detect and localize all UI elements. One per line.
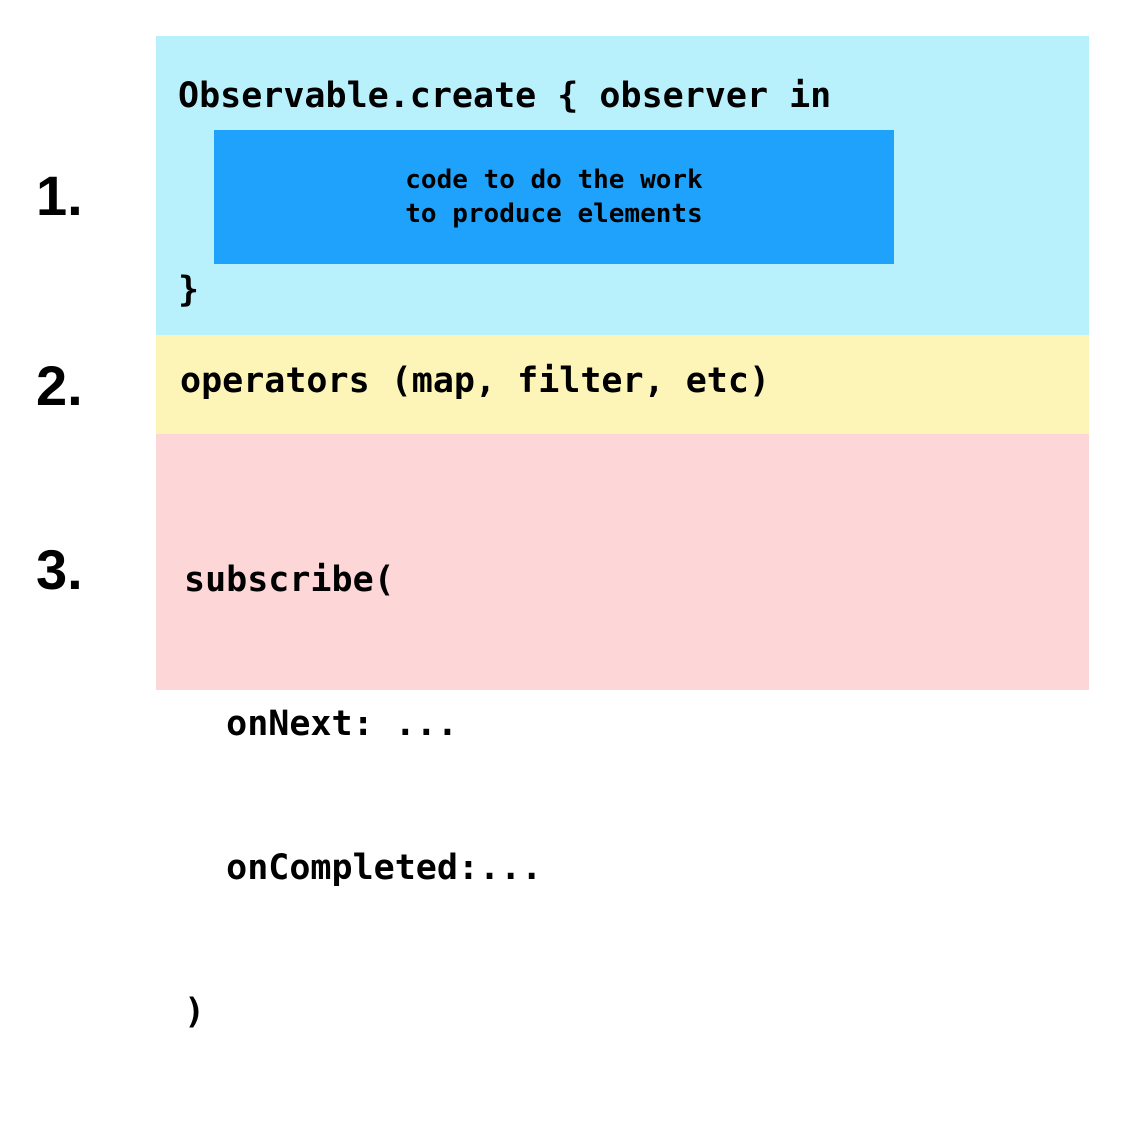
operators-section: operators (map, filter, etc) <box>156 335 1089 434</box>
observable-create-section: Observable.create { observer in code to … <box>156 36 1089 335</box>
step-number-1: 1. <box>36 164 83 227</box>
work-line-2: to produce elements <box>405 199 703 229</box>
subscribe-line-4: ) <box>184 992 206 1032</box>
subscribe-section: subscribe( onNext: ... onCompleted:... ) <box>156 434 1089 1032</box>
work-code-text: code to do the work to produce elements <box>214 163 894 231</box>
subscribe-line-3: onCompleted:... <box>184 848 543 888</box>
create-close-brace: } <box>178 270 200 310</box>
create-open-line: Observable.create { observer in <box>178 76 832 116</box>
subscribe-line-1: subscribe( <box>184 560 395 600</box>
subscribe-line-2: onNext: ... <box>184 704 458 744</box>
subscribe-code: subscribe( onNext: ... onCompleted:... ) <box>184 460 542 1132</box>
operators-line: operators (map, filter, etc) <box>180 361 771 401</box>
step-number-3: 3. <box>36 538 83 601</box>
work-line-1: code to do the work <box>405 165 703 195</box>
work-code-box: code to do the work to produce elements <box>214 130 894 264</box>
step-number-2: 2. <box>36 354 83 417</box>
